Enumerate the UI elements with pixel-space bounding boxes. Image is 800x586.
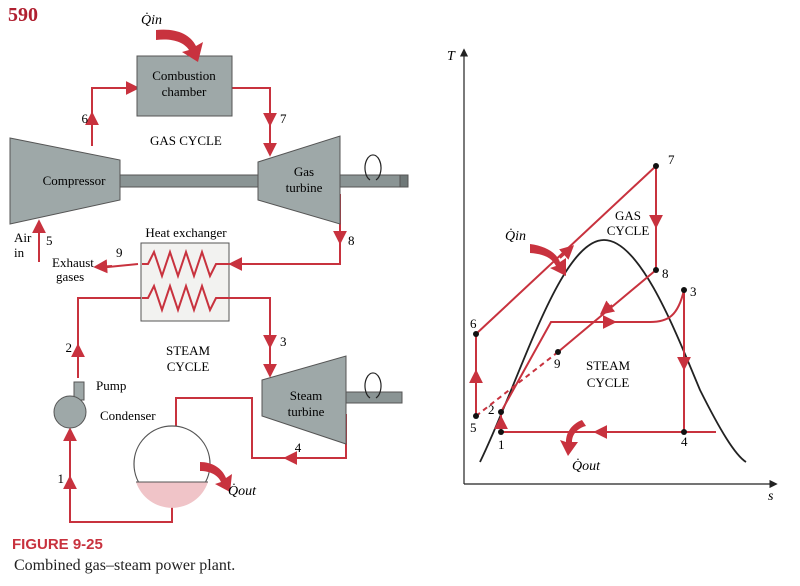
- gas-cycle-label: GAS CYCLE: [150, 133, 222, 148]
- ts-q-out-label: Q̇out: [572, 458, 601, 474]
- ts-point-1: [498, 429, 504, 435]
- schematic-state-6: 6: [82, 111, 89, 126]
- steam-process-2-3: [500, 289, 685, 413]
- ts-steam-cycle-label-2: CYCLE: [587, 375, 630, 390]
- flow-line-3: [230, 297, 277, 378]
- ts-point-8: [653, 267, 659, 273]
- s-axis-label: s: [768, 489, 774, 504]
- exhaust-gases-label-1: Exhaust: [52, 255, 94, 270]
- page-number: 590: [8, 4, 38, 26]
- ts-q-in-label: Q̇in: [505, 228, 526, 244]
- combustion-chamber-label-1: Combustion: [152, 68, 216, 83]
- schematic-state-4: 4: [295, 440, 302, 455]
- ts-steam-cycle-label-1: STEAM: [586, 358, 631, 373]
- ts-label-6: 6: [470, 316, 477, 331]
- air-in-label-1: Air: [14, 230, 32, 245]
- ts-label-2: 2: [488, 402, 495, 417]
- condenser-label: Condenser: [100, 408, 156, 423]
- gas-turbine: [257, 135, 341, 225]
- figure-label: FIGURE 9-25: [12, 536, 103, 553]
- ts-label-9: 9: [554, 356, 561, 371]
- ts-label-3: 3: [690, 284, 697, 299]
- shaft-rotation-upper-icon: [364, 154, 382, 181]
- schematic-state-3: 3: [280, 334, 287, 349]
- ts-point-6: [473, 331, 479, 337]
- ts-q-out-arrow-icon: [560, 420, 586, 456]
- combustion-chamber-label-2: chamber: [162, 84, 207, 99]
- compressor: [9, 137, 121, 225]
- ts-point-7: [653, 163, 659, 169]
- flow-line-6: [91, 81, 140, 146]
- gas-process-8-9: [557, 269, 657, 353]
- flow-line-2: [77, 297, 142, 378]
- steam-cycle-label-1: STEAM: [166, 343, 211, 358]
- exhaust-gases-label-2: gases: [56, 269, 84, 284]
- heat-exchanger-coil-gas: [142, 248, 230, 280]
- ts-point-4: [681, 429, 687, 435]
- gas-turbine-label-1: Gas: [294, 164, 314, 179]
- ts-label-4: 4: [681, 434, 688, 449]
- gas-process-6-7: [475, 165, 657, 335]
- figure-caption: Combined gas–steam power plant.: [14, 557, 236, 574]
- ts-point-2: [498, 409, 504, 415]
- schematic-state-8: 8: [348, 233, 355, 248]
- ts-point-9: [555, 349, 561, 355]
- ts-diagram: T s Q̇: [447, 48, 778, 504]
- q-in-arrow-icon: [156, 29, 203, 62]
- condenser-water: [136, 482, 208, 508]
- pump-label: Pump: [96, 378, 126, 393]
- q-in-label: Q̇in: [141, 12, 162, 28]
- ts-label-8: 8: [662, 266, 669, 281]
- exhaust-arrow: [93, 259, 113, 274]
- ts-label-7: 7: [668, 152, 675, 167]
- combustion-chamber: [136, 55, 233, 117]
- steam-turbine: [261, 355, 347, 445]
- schematic-state-2: 2: [66, 340, 73, 355]
- heat-exchanger-label: Heat exchanger: [145, 225, 227, 240]
- q-out-label: Q̇out: [228, 483, 257, 499]
- ts-q-in-arrow-icon: [530, 244, 566, 276]
- t-axis-label: T: [447, 49, 456, 64]
- shaft-rotation-lower-icon: [364, 372, 382, 399]
- heat-exchanger-coil-steam: [142, 282, 230, 314]
- steam-cycle-label-2: CYCLE: [167, 359, 210, 374]
- ts-gas-cycle-label-2: CYCLE: [607, 223, 650, 238]
- schematic-state-9: 9: [116, 245, 123, 260]
- ts-gas-cycle-label-1: GAS: [615, 208, 641, 223]
- ts-label-1: 1: [498, 437, 505, 452]
- ts-label-5: 5: [470, 420, 477, 435]
- schematic-state-1: 1: [58, 471, 65, 486]
- q-out-arrow-icon: [200, 462, 232, 492]
- schematic-state-5: 5: [46, 233, 53, 248]
- saturation-dome: [479, 239, 747, 463]
- steam-turbine-label-1: Steam: [290, 388, 323, 403]
- flow-line-4: [175, 397, 347, 459]
- flow-line-7: [232, 87, 277, 157]
- ts-point-3: [681, 287, 687, 293]
- steam-turbine-label-2: turbine: [288, 404, 325, 419]
- air-in-label-2: in: [14, 245, 25, 260]
- plant-schematic: Combustion chamber Q̇in Compressor Gas t…: [9, 12, 409, 523]
- steam-shaft: [345, 391, 403, 404]
- schematic-state-7: 7: [280, 111, 287, 126]
- gas-turbine-label-2: turbine: [286, 180, 323, 195]
- shaft-end: [399, 174, 409, 188]
- ts-point-5: [473, 413, 479, 419]
- compressor-label: Compressor: [43, 173, 107, 188]
- pump: [53, 395, 87, 429]
